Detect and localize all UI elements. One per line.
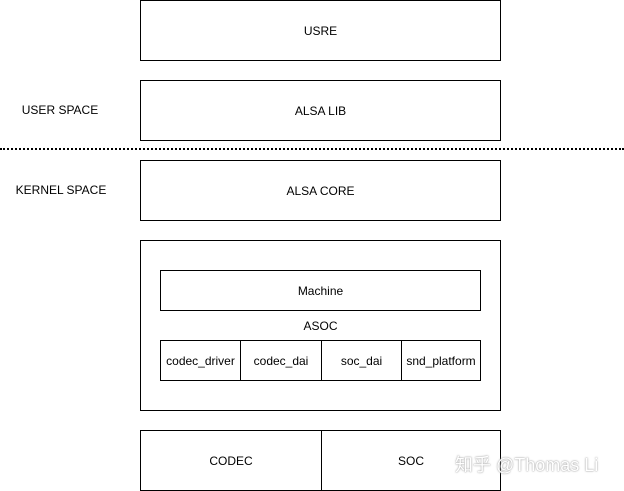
soc-label: SOC: [397, 453, 424, 468]
user-kernel-divider: [0, 148, 624, 150]
soc-box: SOC: [321, 430, 501, 491]
component-label: codec_dai: [253, 353, 309, 368]
component-box-snd-platform: snd_platform: [401, 340, 481, 381]
alsa-lib-label: ALSA LIB: [294, 103, 347, 118]
machine-box: Machine: [160, 270, 481, 311]
alsa-lib-box: ALSA LIB: [140, 80, 501, 141]
machine-label: Machine: [297, 283, 344, 298]
user-layer-box: USRE: [140, 0, 501, 61]
component-box-soc-dai: soc_dai: [321, 340, 402, 381]
component-label: soc_dai: [340, 353, 383, 368]
kernel-space-label: KERNEL SPACE: [15, 183, 107, 197]
component-label: codec_driver: [166, 353, 235, 368]
component-label: snd_platform: [406, 353, 476, 368]
alsa-core-box: ALSA CORE: [140, 160, 501, 221]
user-space-label: USER SPACE: [21, 103, 99, 117]
asoc-title: ASOC: [303, 319, 338, 333]
component-box-codec-driver: codec_driver: [160, 340, 241, 381]
watermark: 知乎 @Thomas Li: [455, 455, 599, 475]
codec-box: CODEC: [140, 430, 322, 491]
alsa-core-label: ALSA CORE: [286, 183, 355, 198]
asoc-container: [140, 240, 501, 411]
codec-label: CODEC: [209, 453, 253, 468]
component-box-codec-dai: codec_dai: [240, 340, 322, 381]
user-layer-label: USRE: [303, 23, 338, 38]
